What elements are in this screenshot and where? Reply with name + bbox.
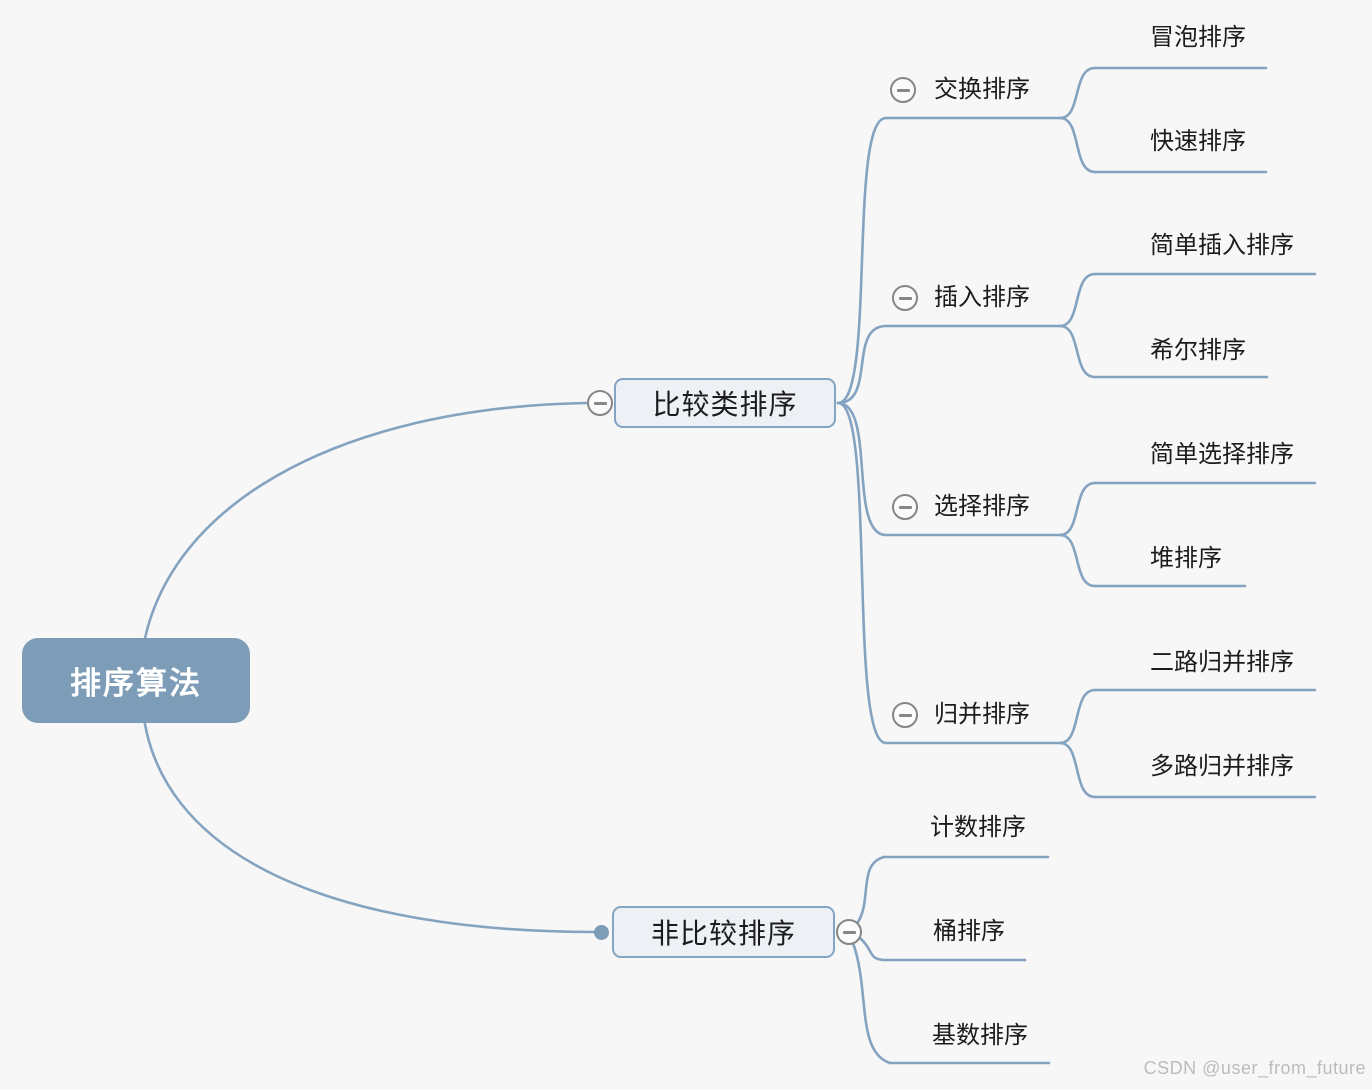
node-heap-sort[interactable]: 堆排序 (1150, 545, 1222, 572)
collapse-icon-exchange[interactable] (890, 77, 916, 103)
collapse-icon-comparison[interactable] (587, 390, 613, 416)
root-label: 排序算法 (70, 666, 202, 701)
node-insertion-sort[interactable]: 插入排序 (934, 284, 1030, 311)
node-label: 比较类排序 (652, 389, 798, 420)
watermark: CSDN @user_from_future (1143, 1058, 1366, 1078)
node-root[interactable]: 排序算法 (22, 638, 250, 723)
node-counting-sort[interactable]: 计数排序 (930, 814, 1026, 841)
node-radix-sort[interactable]: 基数排序 (932, 1022, 1028, 1049)
node-two-way-merge-sort[interactable]: 二路归并排序 (1150, 649, 1294, 676)
collapse-icon-noncomparison[interactable] (836, 919, 862, 945)
node-noncomparison-sort[interactable]: 非比较排序 (612, 906, 835, 958)
node-bucket-sort[interactable]: 桶排序 (933, 918, 1005, 945)
collapse-icon-selection[interactable] (892, 494, 918, 520)
node-multi-way-merge-sort[interactable]: 多路归并排序 (1150, 753, 1294, 780)
node-label: 非比较排序 (650, 918, 796, 949)
node-merge-sort[interactable]: 归并排序 (934, 701, 1030, 728)
collapse-icon-insertion[interactable] (892, 285, 918, 311)
collapse-icon-merge[interactable] (892, 702, 918, 728)
node-quick-sort[interactable]: 快速排序 (1150, 128, 1246, 155)
node-simple-insertion-sort[interactable]: 简单插入排序 (1150, 232, 1294, 259)
node-bubble-sort[interactable]: 冒泡排序 (1150, 24, 1246, 51)
node-simple-selection-sort[interactable]: 简单选择排序 (1150, 441, 1294, 468)
node-exchange-sort[interactable]: 交换排序 (934, 76, 1030, 103)
branch-anchor-dot (594, 925, 609, 940)
node-selection-sort[interactable]: 选择排序 (934, 493, 1030, 520)
node-comparison-sort[interactable]: 比较类排序 (614, 378, 836, 428)
node-shell-sort[interactable]: 希尔排序 (1150, 337, 1246, 364)
